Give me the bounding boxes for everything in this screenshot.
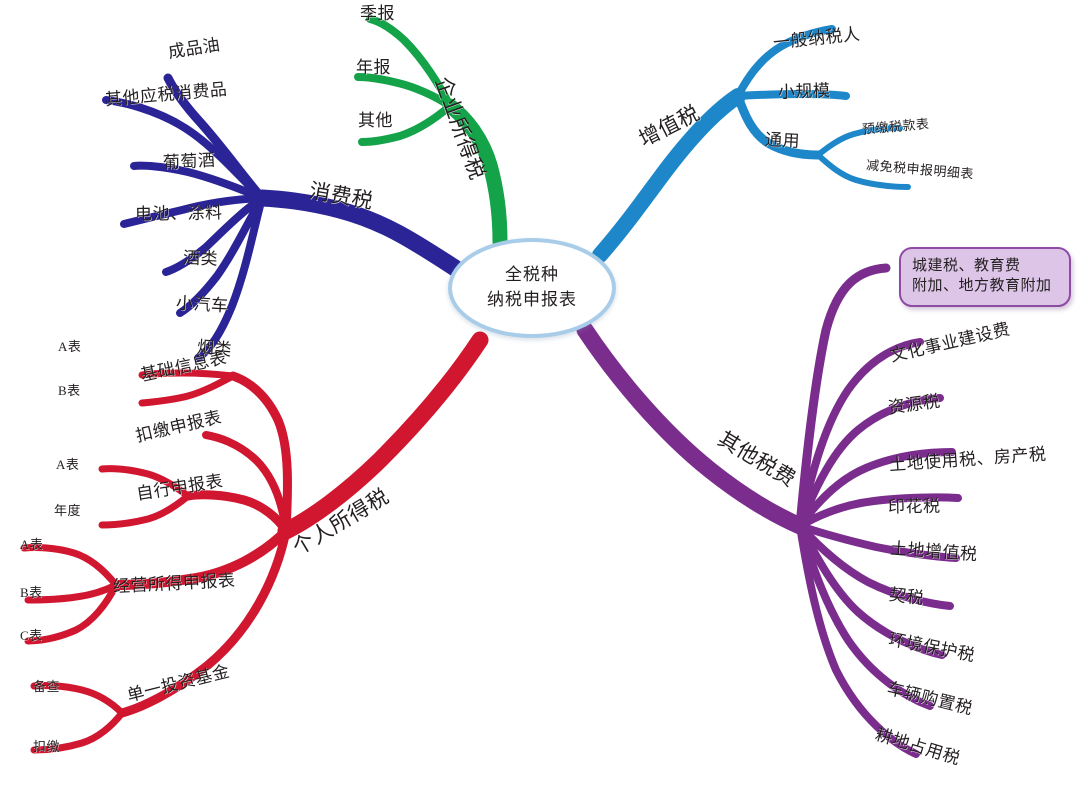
leaf-self-declaration-annual[interactable]: 年度	[54, 503, 82, 518]
leaf-small-scale[interactable]: 小规模	[777, 81, 831, 102]
leaf-business-income-form-c[interactable]: C表	[20, 628, 43, 643]
leaf-wine[interactable]: 葡萄酒	[162, 150, 216, 173]
leaf-quarterly-report[interactable]: 季报	[360, 4, 395, 23]
leaf-self-declaration-form-a[interactable]: A表	[56, 457, 80, 472]
center-node-line1: 全税种	[505, 265, 559, 285]
branch-value-added-tax	[592, 25, 911, 263]
boxed-node-line2: 附加、地方教育附加	[912, 278, 1052, 295]
leaf-business-income-form-a[interactable]: A表	[20, 537, 44, 552]
branch-personal-income-tax	[20, 331, 489, 754]
branch-other-taxes	[576, 263, 962, 758]
boxed-node-line1: 城建税、教育费	[912, 258, 1021, 274]
leaf-single-fund-reference[interactable]: 备查	[33, 679, 61, 694]
leaf-alcohol[interactable]: 酒类	[182, 248, 219, 269]
leaf-business-income-form-b[interactable]: B表	[20, 585, 43, 600]
leaf-automobile[interactable]: 小汽车	[175, 293, 229, 316]
branch-corporate-income-tax	[354, 15, 508, 250]
center-node-line2: 纳税申报表	[487, 290, 577, 309]
leaf-annual-report[interactable]: 年报	[356, 58, 391, 77]
leaf-basic-info-form-b[interactable]: B表	[58, 383, 81, 398]
leaf-other-report[interactable]: 其他	[358, 111, 393, 130]
leaf-stamp-duty[interactable]: 印花税	[887, 496, 941, 517]
leaf-urban-construction-tax-box[interactable]: 城建税、教育费 附加、地方教育附加	[899, 247, 1071, 307]
center-node[interactable]: 全税种 纳税申报表	[448, 238, 616, 338]
leaf-battery-coating[interactable]: 电池、涂料	[134, 203, 223, 224]
leaf-single-fund-withholding[interactable]: 扣缴	[33, 739, 61, 754]
leaf-general-purpose[interactable]: 通用	[764, 130, 801, 151]
branch-consumption-tax	[102, 73, 464, 362]
leaf-basic-info-form-a[interactable]: A表	[58, 339, 82, 354]
